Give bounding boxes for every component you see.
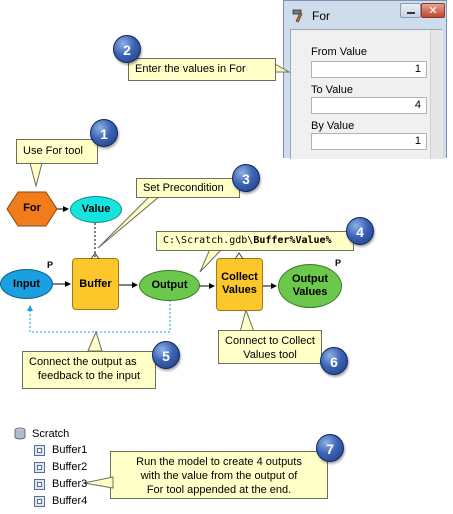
callout-collect-values: Connect to Collect Values tool	[218, 330, 322, 364]
feature-class-icon	[34, 479, 45, 490]
step-badge-4: 4	[346, 217, 374, 245]
collect-values-marker-icon	[234, 252, 244, 260]
output-values-label-line1: Output	[291, 273, 329, 285]
by-value-label: By Value	[311, 120, 355, 132]
dialog-scrollbar[interactable]	[430, 30, 443, 159]
value-variable-node[interactable]: Value	[70, 196, 122, 223]
tree-item-buffer1[interactable]: Buffer1	[52, 444, 88, 456]
from-value-input[interactable]: 1	[311, 61, 427, 78]
collect-values-label-line1: Collect	[221, 271, 258, 283]
minimize-button[interactable]	[400, 3, 421, 18]
feature-class-icon	[34, 496, 45, 507]
output-variable-label: Output	[151, 279, 188, 291]
database-icon	[14, 427, 26, 440]
output-values-label-line2: Values	[292, 286, 328, 298]
callout-use-for-tool-text: Use For tool	[23, 145, 83, 157]
feature-class-icon	[34, 462, 45, 473]
feature-class-icon	[34, 445, 45, 456]
collect-values-label-line2: Values	[222, 284, 257, 296]
callout-feedback: Connect the output as feedback to the in…	[22, 351, 156, 389]
input-parameter-marker: P	[47, 260, 54, 270]
tree-item-buffer2[interactable]: Buffer2	[52, 461, 88, 473]
output-values-node[interactable]: Output Values	[278, 264, 342, 308]
callout-enter-values: Enter the values in For	[128, 58, 276, 81]
step-badge-6: 6	[320, 347, 348, 375]
buffer-tool-node[interactable]: Buffer	[72, 258, 119, 310]
tree-root-scratch[interactable]: Scratch	[32, 428, 70, 440]
input-variable-node[interactable]: Input	[0, 269, 53, 299]
step-badge-1: 1	[90, 119, 118, 147]
tree-item-buffer4[interactable]: Buffer4	[52, 495, 88, 507]
callout-use-for-tool: Use For tool	[16, 139, 98, 164]
callout-feedback-line1: Connect the output as	[29, 356, 137, 368]
callout-run-model-line2: with the value from the output of	[140, 470, 298, 482]
collect-values-tool-node[interactable]: Collect Values	[216, 258, 263, 311]
close-button[interactable]: ✕	[421, 3, 445, 18]
for-tool-node[interactable]	[6, 191, 58, 227]
tree-item-buffer3[interactable]: Buffer3	[52, 478, 88, 490]
step-badge-2: 2	[113, 35, 141, 63]
value-variable-label: Value	[81, 203, 111, 215]
step-badge-5: 5	[152, 341, 180, 369]
minimize-icon	[407, 12, 415, 14]
callout-enter-values-text: Enter the values in For	[135, 63, 246, 75]
output-variable-node[interactable]: Output	[139, 270, 200, 301]
callout-output-path-prefix: C:\Scratch.gdb\	[163, 235, 254, 246]
callout-collect-values-line1: Connect to Collect	[225, 335, 315, 347]
step-badge-7: 7	[316, 434, 344, 462]
dialog-body: From Value 1 To Value 4 By Value 1	[290, 29, 443, 159]
to-value-input[interactable]: 4	[311, 97, 427, 114]
precondition-marker-icon	[90, 252, 100, 260]
close-icon: ✕	[428, 4, 438, 17]
dialog-title: For	[312, 9, 330, 23]
callout-collect-values-line2: Values tool	[243, 349, 297, 361]
hammer-icon	[292, 9, 303, 23]
for-tool-label: For	[23, 202, 41, 214]
callout-output-path-bold: Buffer%Value%	[253, 235, 332, 246]
step-badge-3: 3	[232, 164, 260, 192]
callout-run-model-line1: Run the model to create 4 outputs	[136, 456, 302, 468]
to-value-label: To Value	[311, 84, 353, 96]
callout-run-model-line3: For tool appended at the end.	[146, 484, 292, 496]
from-value-label: From Value	[311, 46, 368, 58]
by-value-input[interactable]: 1	[311, 133, 427, 150]
output-values-parameter-marker: P	[335, 258, 342, 268]
callout-run-model: Run the model to create 4 outputs with t…	[110, 451, 328, 499]
for-tool-dialog: For ✕ From Value 1 To Value 4 By Value 1	[283, 0, 447, 159]
callout-set-precondition: Set Precondition	[136, 178, 240, 198]
buffer-tool-label: Buffer	[79, 278, 112, 290]
callout-run-model-pointer	[84, 476, 114, 489]
callout-output-path: C:\Scratch.gdb\Buffer%Value%	[156, 231, 354, 251]
callout-set-precondition-text: Set Precondition	[143, 182, 224, 194]
callout-feedback-line2: feedback to the input	[37, 370, 141, 382]
input-variable-label: Input	[13, 278, 40, 290]
